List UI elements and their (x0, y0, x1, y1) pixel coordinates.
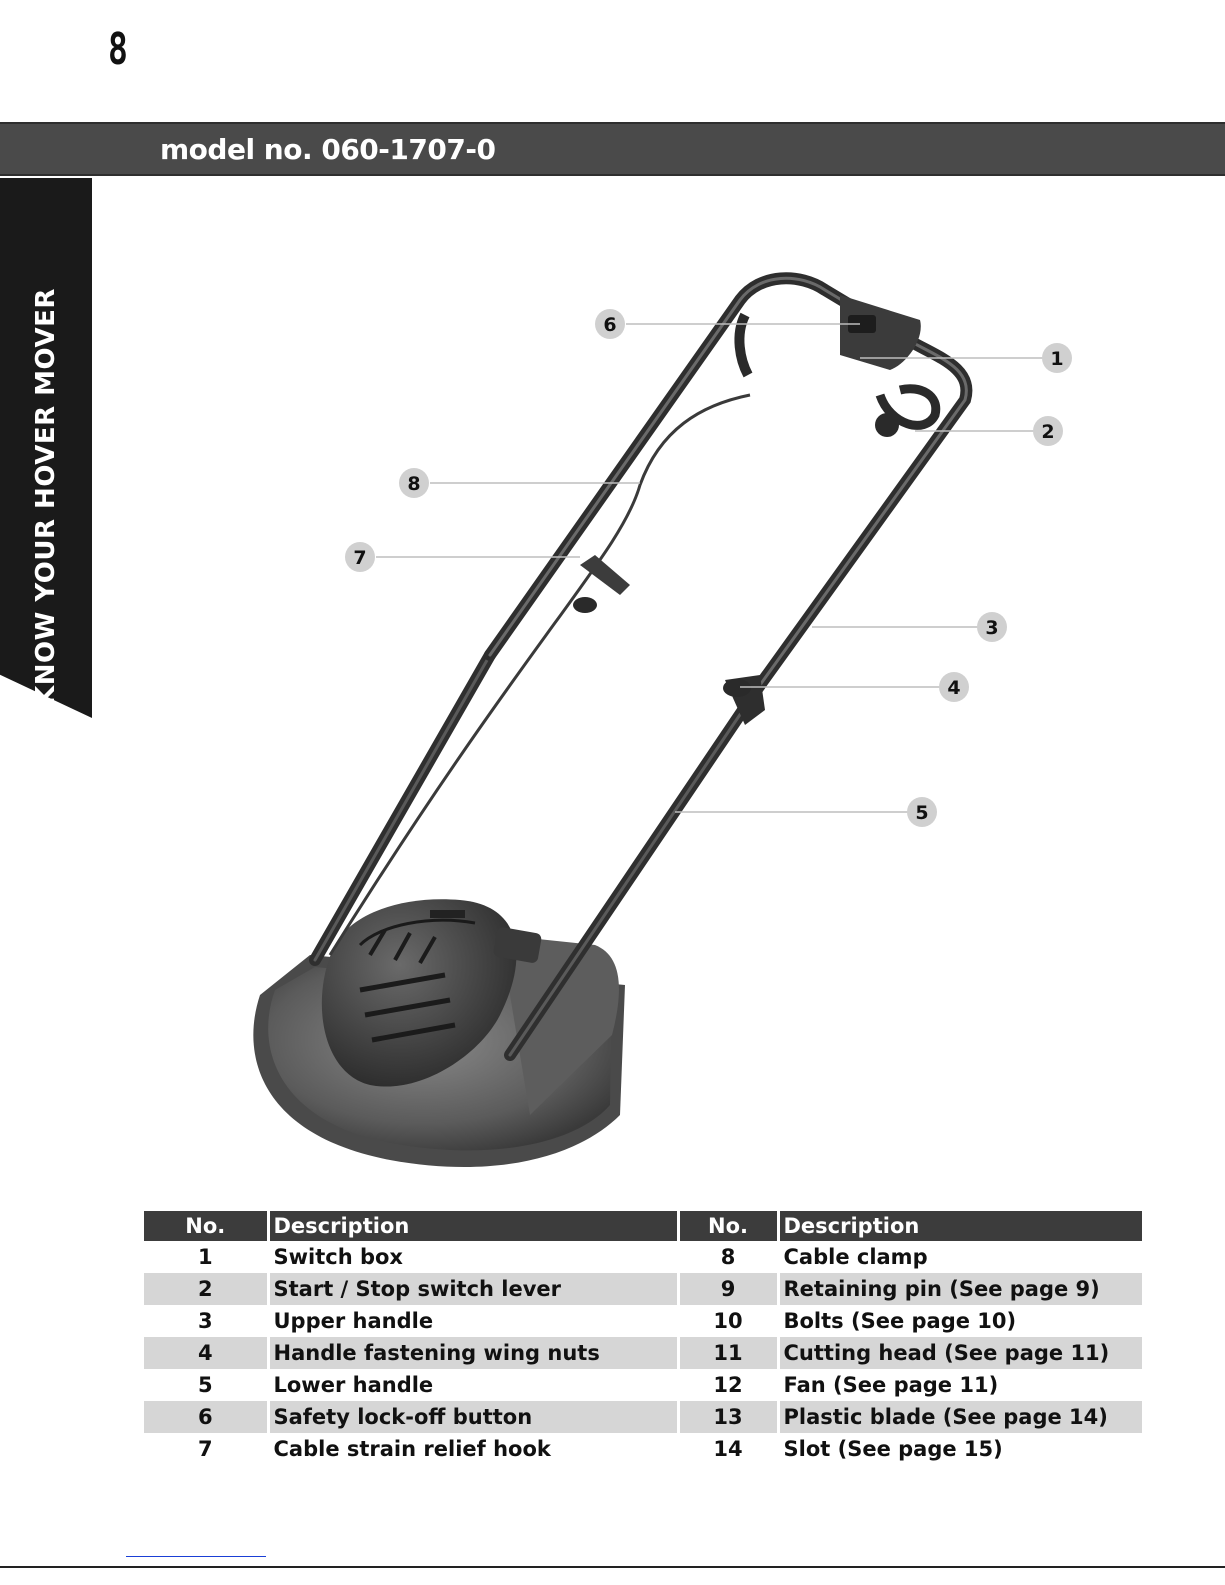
callout-leaders (376, 323, 1045, 813)
header-description: Description (776, 1211, 1142, 1241)
svg-text:7: 7 (353, 547, 366, 569)
part-number: 8 (676, 1241, 778, 1273)
callout-8: 8 (399, 468, 429, 498)
part-description: Safety lock-off button (266, 1401, 678, 1433)
header-no: No. (676, 1211, 778, 1241)
part-number: 1 (197, 1245, 213, 1269)
part-description: Cutting head (See page 11) (776, 1337, 1142, 1369)
svg-text:5: 5 (915, 802, 928, 824)
part-number: 14 (676, 1433, 778, 1465)
part-description: Slot (See page 15) (776, 1433, 1142, 1465)
switch-box (734, 295, 941, 437)
table-row: 3 Upper handle 10 Bolts (See page 10) (144, 1305, 1142, 1337)
svg-text:6: 6 (603, 314, 616, 336)
part-description: Cable strain relief hook (266, 1433, 678, 1465)
part-description: Cable clamp (776, 1241, 1142, 1273)
motor-hood (321, 899, 542, 1087)
header-no: No. (144, 1211, 268, 1241)
part-number: 11 (676, 1337, 778, 1369)
part-number: 13 (676, 1401, 778, 1433)
svg-text:2: 2 (1041, 421, 1054, 443)
callout-5: 5 (907, 797, 937, 827)
section-side-tab (0, 178, 92, 718)
part-description: Retaining pin (See page 9) (776, 1273, 1142, 1305)
section-side-tab-label: KNOW YOUR HOVER MOVER (31, 288, 61, 706)
part-description: Handle fastening wing nuts (266, 1337, 678, 1369)
table-row: 5 Lower handle 12 Fan (See page 11) (144, 1369, 1142, 1401)
table-row: 2 Start / Stop switch lever 9 Retaining … (144, 1273, 1142, 1305)
part-description: Start / Stop switch lever (266, 1273, 678, 1305)
part-number: 4 (144, 1337, 268, 1369)
part-number: 6 (144, 1401, 268, 1433)
callout-4: 4 (939, 672, 969, 702)
wing-nut (723, 675, 765, 725)
hover-mower-illustration: 6 1 2 8 7 3 4 5 (253, 272, 1072, 1168)
part-number: 2 (144, 1273, 268, 1305)
part-number: 10 (676, 1305, 778, 1337)
part-number: 7 (197, 1437, 213, 1461)
model-number: model no. 060-1707-0 (160, 133, 496, 166)
lower-handle (309, 649, 766, 1061)
part-description: Switch box (266, 1241, 678, 1273)
part-description: Upper handle (266, 1305, 678, 1337)
svg-text:4: 4 (947, 677, 960, 699)
callout-6: 6 (595, 309, 625, 339)
part-description: Plastic blade (See page 14) (776, 1401, 1142, 1433)
part-number: 9 (676, 1273, 778, 1305)
power-cable (328, 393, 751, 956)
callout-7: 7 (345, 542, 375, 572)
table-row: 7 Cable strain relief hook 14 Slot (See … (144, 1433, 1142, 1465)
header-description: Description (266, 1211, 678, 1241)
table-row: 6 Safety lock-off button 13 Plastic blad… (144, 1401, 1142, 1433)
part-description: Bolts (See page 10) (776, 1305, 1142, 1337)
footer-rule (0, 1566, 1225, 1568)
footer-link-underline[interactable] (126, 1556, 266, 1557)
part-description: Fan (See page 11) (776, 1369, 1142, 1401)
callout-1: 1 (1042, 343, 1072, 373)
parts-table: No. Description No. Description 1 Switch… (144, 1211, 1142, 1465)
callout-2: 2 (1033, 416, 1063, 446)
model-header-bar: model no. 060-1707-0 (0, 122, 1225, 176)
svg-text:1: 1 (1050, 348, 1063, 370)
svg-text:8: 8 (407, 473, 420, 495)
part-number: 3 (197, 1309, 213, 1333)
part-number: 12 (676, 1369, 778, 1401)
cable-strain-relief-hook (573, 555, 630, 613)
table-row: 1 Switch box 8 Cable clamp (144, 1241, 1142, 1273)
table-row: 4 Handle fastening wing nuts 11 Cutting … (144, 1337, 1142, 1369)
svg-text:3: 3 (985, 617, 998, 639)
page-number: 8 (108, 24, 128, 75)
part-description: Lower handle (266, 1369, 678, 1401)
part-number: 5 (197, 1373, 213, 1397)
parts-table-header: No. Description No. Description (144, 1211, 1142, 1241)
callout-3: 3 (977, 612, 1007, 642)
